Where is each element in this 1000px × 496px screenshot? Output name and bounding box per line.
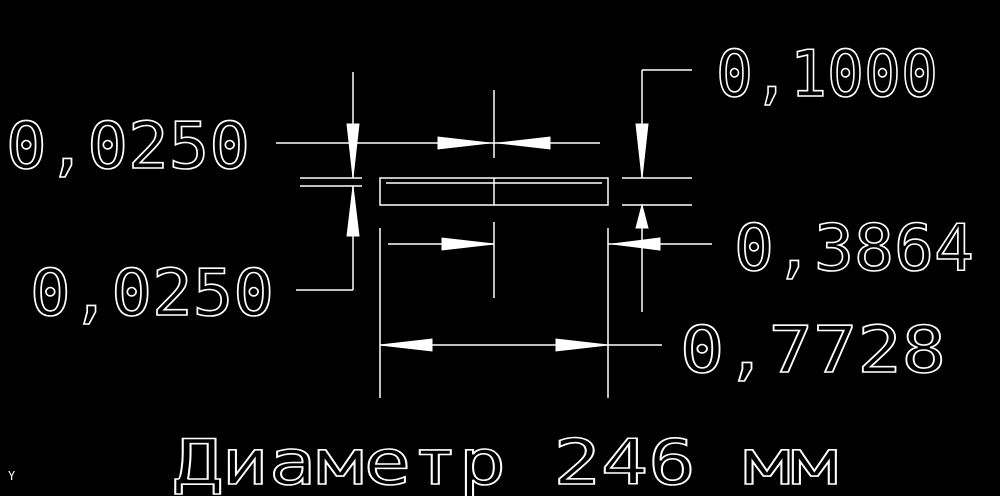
dim-label-top-left: 0,0250 — [6, 110, 250, 184]
dim-label-bottom-left: 0,0250 — [30, 257, 274, 331]
arrow-top-center-left — [497, 136, 551, 150]
arrow-half-right — [441, 237, 495, 251]
axis-label-y: Y — [8, 469, 16, 483]
geometry — [276, 69, 712, 398]
arrow-top-center-right — [437, 136, 491, 150]
arrow-top-right-down — [635, 123, 649, 179]
arrow-mid-right-left — [611, 237, 661, 251]
arrow-full-left — [379, 338, 433, 352]
caption-diameter: Диаметр 246 мм — [174, 426, 838, 496]
arrowheads — [346, 123, 661, 352]
arrow-bottom-left-up — [346, 185, 360, 237]
arrow-right-up — [635, 203, 649, 229]
dimension-labels: 0,0250 0,0250 0,1000 0,3864 0,7728 — [5, 37, 975, 389]
arrow-top-left-down — [346, 123, 360, 179]
arrow-full-right — [555, 338, 609, 352]
dim-label-top-right: 0,1000 — [716, 38, 938, 112]
dim-label-middle-right: 0,3864 — [734, 212, 974, 286]
dim-label-bottom-right: 0,7728 — [680, 314, 946, 388]
